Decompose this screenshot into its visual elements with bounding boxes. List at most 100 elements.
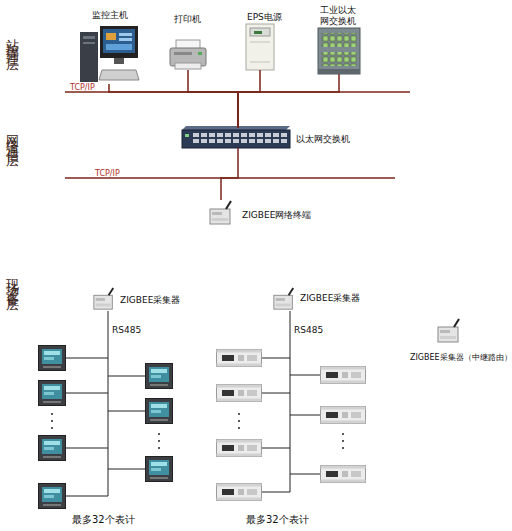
art-shape: [290, 415, 320, 416]
art-shape: [80, 32, 98, 82]
zigbee-device-icon: [438, 319, 459, 342]
meter-icon: [217, 350, 262, 367]
art-shape: [262, 393, 290, 394]
art-shape: [321, 33, 357, 47]
bus-label: RS485: [112, 324, 141, 336]
device-node: 工业以太 网交换机: [318, 28, 360, 74]
meter-icon: [39, 346, 66, 371]
art-shape: [246, 24, 274, 70]
protocol-label: TCP/IP: [95, 168, 120, 180]
bus-connector: [221, 148, 238, 200]
art-shape: [108, 411, 145, 412]
device-node: ZIGBEE网络终端: [208, 200, 234, 226]
art-shape: [174, 52, 192, 55]
bus-label: RS485: [294, 324, 323, 336]
bus-connector: [188, 70, 238, 128]
meter-count-note: 最多32个表计: [72, 514, 135, 526]
layer-label: 站控管理层: [6, 28, 18, 53]
art-shape: [66, 496, 108, 497]
art-shape: [321, 52, 357, 66]
device-label: EPS电源: [247, 12, 282, 23]
art-shape: [342, 433, 344, 435]
art-shape: [254, 31, 262, 34]
meter-icon: [217, 440, 262, 457]
art-shape: [51, 420, 53, 422]
art-shape: [158, 433, 160, 435]
meter-icon: [146, 457, 173, 482]
art-shape: [182, 130, 290, 148]
device-node: 以太网交换机: [182, 128, 290, 148]
device-node: ZIGBEE采集器: [272, 287, 296, 311]
art-shape: [262, 358, 290, 359]
art-shape: [114, 58, 124, 64]
device-label: 工业以太 网交换机: [318, 5, 358, 27]
art-shape: [66, 448, 108, 449]
art-shape: [103, 29, 135, 53]
art-shape: [342, 447, 344, 449]
art-shape: [51, 427, 53, 429]
art-shape: [175, 63, 201, 69]
meter-icon: [39, 381, 66, 406]
meter-count-note: 最多32个表计: [246, 514, 309, 526]
device-label: ZIGBEE采集器: [300, 293, 360, 304]
device-node: ZIGBEE采集器（中继路由）: [436, 318, 462, 344]
art-shape: [108, 311, 109, 496]
zigbee-device-icon: [274, 288, 293, 309]
bus-connector: [109, 84, 238, 128]
art-shape: [290, 311, 291, 492]
computer-icon: [80, 26, 139, 82]
art-shape: [66, 393, 108, 394]
industrial-switch-icon: [318, 28, 360, 74]
art-shape: [198, 52, 202, 55]
art-shape: [250, 42, 270, 43]
meter-icon: [321, 407, 366, 424]
art-shape: [182, 126, 290, 130]
art-shape: [238, 413, 240, 415]
art-shape: [106, 44, 132, 50]
art-shape: [158, 447, 160, 449]
device-node: EPS电源: [245, 24, 275, 70]
layer-label: 现场设备层: [6, 268, 18, 293]
bus-connector: [238, 74, 339, 128]
zigbee-device-icon: [210, 201, 231, 224]
art-shape: [185, 134, 189, 137]
ellipsis-dots: [51, 413, 160, 449]
rs485-wiring: [262, 311, 320, 492]
layer-label: 网络通信层: [6, 124, 18, 149]
art-shape: [262, 492, 290, 493]
art-shape: [290, 375, 320, 376]
art-shape: [108, 376, 145, 377]
device-node: 打印机: [168, 38, 208, 70]
art-shape: [262, 448, 290, 449]
meter-icon: [217, 385, 262, 402]
device-node: ZIGBEE采集器: [92, 287, 116, 311]
device-label: ZIGBEE采集器: [120, 295, 180, 306]
rs485-wiring: [66, 311, 145, 496]
art-shape: [238, 420, 240, 422]
art-shape: [192, 133, 288, 145]
art-shape: [100, 26, 138, 58]
art-shape: [83, 42, 95, 44]
art-shape: [318, 28, 360, 74]
art-shape: [51, 413, 53, 415]
art-shape: [83, 36, 95, 39]
device-label: 打印机: [174, 14, 201, 25]
bus-connector: [238, 70, 260, 128]
meter-icon: [146, 399, 173, 424]
meter-icon: [321, 466, 366, 483]
protocol-label: TCP/IP: [70, 82, 95, 94]
device-label: 以太网交换机: [296, 134, 350, 145]
art-shape: [250, 62, 270, 63]
art-shape: [106, 33, 116, 40]
art-shape: [318, 69, 360, 74]
art-shape: [238, 427, 240, 429]
zigbee-device-icon: [94, 288, 113, 309]
device-label: ZIGBEE网络终端: [242, 210, 311, 221]
art-shape: [99, 70, 139, 80]
art-shape: [342, 440, 344, 442]
device-node: 监控主机: [78, 24, 140, 84]
meter-icon: [217, 484, 262, 501]
printer-icon: [170, 40, 206, 69]
